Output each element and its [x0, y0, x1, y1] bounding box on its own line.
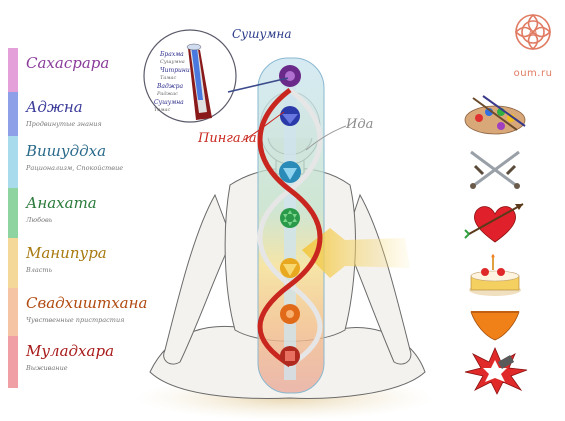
palette-icon	[455, 90, 535, 140]
inset-label-2b: Тамас	[160, 75, 176, 81]
chakra-anahata	[280, 208, 300, 228]
inset-label-3: Ваджра	[156, 83, 183, 90]
inset-label-4: Сушумна	[154, 99, 184, 106]
chakra-vishuddha	[279, 161, 301, 183]
inset-label-2: Читрини	[160, 67, 190, 74]
logo-text: oum.ru	[504, 68, 562, 79]
inset-label-3b: Раджас	[156, 91, 178, 97]
svg-text:ω: ω	[529, 28, 537, 39]
inset-label-1: Брахма	[159, 51, 184, 58]
explosion-icon	[455, 346, 535, 396]
ida-label: Ида	[345, 117, 373, 132]
sushumna-label: Сушумна	[232, 27, 291, 41]
pingala-label: Пингала	[197, 131, 257, 146]
chakra-muladhara	[280, 346, 300, 366]
chakra-svadhishthana	[280, 304, 300, 324]
inset-label-4b: Тамас	[154, 107, 170, 113]
underwear-icon	[455, 298, 535, 348]
chakra-ajna	[280, 106, 300, 126]
inset-label-1b: Сушумна	[160, 59, 185, 65]
chakra-sahasrara	[279, 65, 301, 87]
cake-icon	[455, 250, 535, 300]
crossed-swords-icon	[455, 144, 535, 194]
chakra-manipura	[280, 258, 300, 278]
oum-logo-icon: ω	[513, 10, 553, 66]
heart-arrow-icon	[455, 198, 535, 248]
